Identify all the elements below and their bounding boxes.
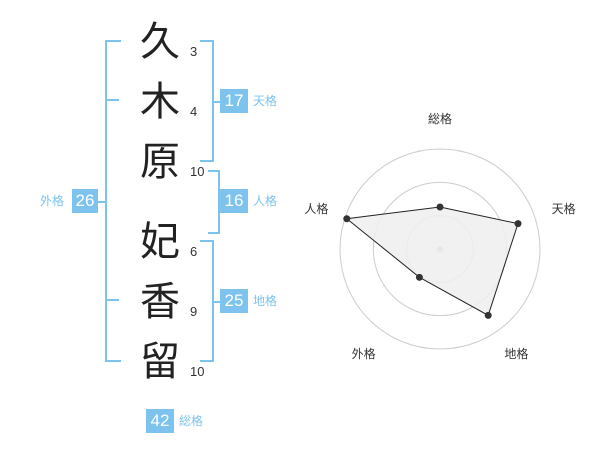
radar-axis-label-1: 総格 [428,111,452,126]
gaikaku-bracket-tick [105,99,119,101]
name-char-5: 香 [140,279,180,325]
tenkaku-badge: 17 [220,89,248,113]
gaikaku-bracket [105,40,121,362]
radar-point-3 [484,311,492,319]
soukaku-badge: 42 [146,409,174,433]
stroke-count-3: 10 [190,164,205,179]
radar-point-1 [436,203,444,211]
radar-axis-label-4: 外格 [352,346,376,361]
radar-data-area [345,206,519,317]
chikaku-label: 地格 [253,294,278,308]
chikaku-connector [212,301,222,303]
radar-axis-label-5: 人格 [304,201,328,216]
radar-point-5 [343,215,351,223]
radar-point-4 [415,273,423,281]
name-char-2: 木 [140,79,180,125]
chikaku-badge: 25 [220,289,248,313]
gaikaku-badge: 26 [72,189,98,213]
name-char-4: 妃 [140,219,180,265]
radar-axis-label-3: 地格 [504,346,528,361]
soukaku-label: 総格 [179,414,204,428]
stroke-count-5: 9 [190,304,198,319]
tenkaku-label: 天格 [253,94,278,108]
gaikaku-bracket-tick [105,299,119,301]
jinkaku-bracket [208,170,220,234]
stroke-count-6: 10 [190,364,205,379]
gaikaku-label: 外格 [40,194,65,208]
radar-axis-label-2: 天格 [552,201,576,216]
stroke-count-2: 4 [190,104,198,119]
stroke-count-4: 6 [190,244,198,259]
name-char-1: 久 [140,19,180,65]
gaikaku-connector [93,201,105,203]
radar-data-points [343,203,522,319]
name-char-6: 留 [140,339,180,385]
tenkaku-connector [212,101,222,103]
jinkaku-label: 人格 [253,194,278,208]
radar-ring [339,148,541,350]
radar-point-2 [514,220,522,228]
name-char-3: 原 [140,139,180,185]
stroke-count-1: 3 [190,44,198,59]
jinkaku-badge: 16 [220,189,248,213]
